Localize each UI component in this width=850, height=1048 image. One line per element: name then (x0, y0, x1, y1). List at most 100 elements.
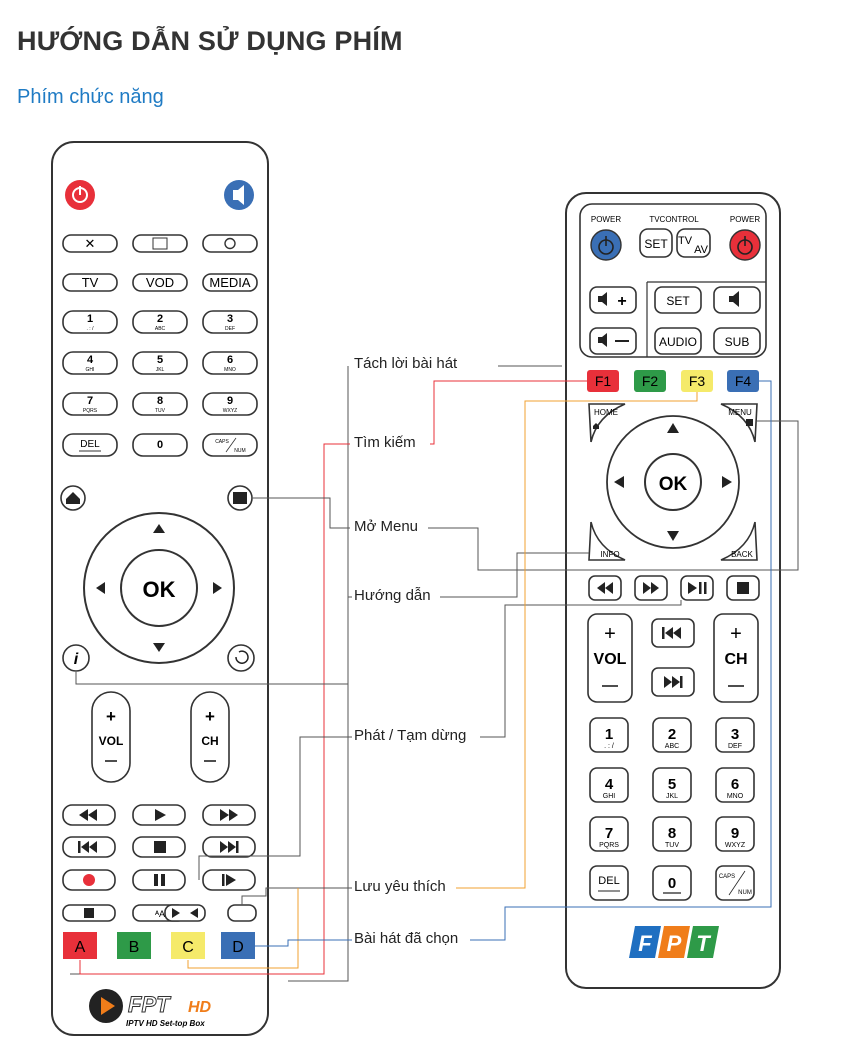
right-key-9[interactable] (715, 816, 755, 852)
brand-tagline: IPTV HD Set-top Box (126, 1019, 205, 1028)
ok-label: OK (659, 474, 688, 495)
left-info-button[interactable] (62, 644, 90, 672)
key-num: 5 (157, 354, 163, 366)
key-num: 5 (668, 776, 676, 793)
color-key-d[interactable] (221, 932, 255, 959)
left-settings-row: ✕ (62, 234, 258, 253)
play-icon (155, 809, 166, 821)
aspect-button[interactable] (164, 904, 206, 922)
right-set-button[interactable] (654, 286, 702, 314)
tv-label: TV (82, 275, 99, 290)
left-arrow-icon (614, 476, 624, 488)
annotation-tim-kiem: Tìm kiếm (352, 434, 418, 451)
color-key-b[interactable] (117, 932, 151, 959)
right-tvav-button[interactable] (676, 228, 711, 258)
left-key-2[interactable] (132, 310, 188, 334)
annotation-bai-hat-da-chon: Bài hát đã chọn (352, 930, 461, 947)
right-key-7[interactable] (589, 816, 629, 852)
step-icon (222, 874, 225, 886)
f2-key[interactable] (634, 370, 666, 392)
right-info-button[interactable] (588, 521, 626, 561)
right-sub-button[interactable] (713, 327, 761, 355)
key-num: 1 (605, 726, 613, 743)
ok-label: OK (143, 577, 176, 602)
right-tv-set-button[interactable] (639, 228, 673, 258)
right-key-4[interactable] (589, 767, 629, 803)
media-button[interactable] (202, 273, 258, 292)
color-key-label: B (129, 939, 140, 956)
left-caps-button[interactable] (202, 433, 258, 457)
key-sub: WXYZ (223, 408, 237, 414)
favorite-button[interactable] (227, 904, 257, 922)
left-ok-button[interactable] (120, 549, 198, 627)
left-vol-rocker[interactable] (91, 691, 131, 783)
vol-label: VOL (594, 651, 627, 668)
plus-icon: + (617, 293, 626, 310)
vod-button[interactable] (132, 273, 188, 292)
f1-key[interactable] (587, 370, 619, 392)
right-arrow-icon (722, 476, 732, 488)
rewind-icon (79, 809, 88, 821)
right-ch-rocker[interactable] (713, 613, 759, 703)
resize-button[interactable] (132, 234, 188, 253)
set-label: SET (666, 294, 690, 308)
right-caps-button[interactable] (715, 865, 755, 901)
right-key-5[interactable] (652, 767, 692, 803)
left-ch-rocker[interactable] (190, 691, 230, 783)
fast-forward-icon (220, 809, 229, 821)
up-arrow-icon (153, 524, 165, 533)
logo-letter: F (638, 931, 652, 956)
f4-key[interactable] (727, 370, 759, 392)
right-key-8[interactable] (652, 816, 692, 852)
set-label: SET (644, 237, 668, 251)
right-key-1[interactable] (589, 717, 629, 753)
f3-key[interactable] (681, 370, 713, 392)
right-ok-button[interactable] (644, 453, 702, 511)
right-home-button[interactable] (588, 403, 626, 443)
left-key-0[interactable] (132, 433, 188, 457)
home-icon (593, 423, 599, 429)
right-tv-vol-up-button[interactable] (589, 286, 637, 314)
left-key-4[interactable] (62, 351, 118, 375)
power-label: POWER (730, 215, 760, 224)
tools-button[interactable] (62, 234, 118, 253)
color-key-c[interactable] (171, 932, 205, 959)
right-vol-rocker[interactable] (587, 613, 633, 703)
key-num: 7 (87, 395, 93, 407)
key-num: 4 (605, 776, 614, 793)
key-sub: GHI (86, 367, 95, 373)
left-remote: ✕ TV VOD MEDIA 1 . : / 2 ABC 3 DEF 4 GHI (51, 141, 269, 1036)
right-key-6[interactable] (715, 767, 755, 803)
left-key-6[interactable] (202, 351, 258, 375)
left-back-button[interactable] (227, 644, 255, 672)
color-key-a[interactable] (63, 932, 97, 959)
key-num: 8 (157, 395, 163, 407)
globe-button[interactable] (202, 234, 258, 253)
left-key-9[interactable] (202, 392, 258, 416)
key-sub: TUV (665, 842, 679, 849)
right-key-2[interactable] (652, 717, 692, 753)
key-num: 2 (668, 726, 676, 743)
left-key-8[interactable] (132, 392, 188, 416)
right-audio-button[interactable] (654, 327, 702, 355)
left-key-1[interactable] (62, 310, 118, 334)
color-key-label: D (232, 939, 244, 956)
left-key-5[interactable] (132, 351, 188, 375)
tv-button[interactable] (62, 273, 118, 292)
left-key-3[interactable] (202, 310, 258, 334)
color-key-label: C (182, 939, 194, 956)
plus-icon: + (106, 707, 116, 726)
vol-label: VOL (99, 734, 124, 748)
right-tv-vol-down-button[interactable] (589, 327, 637, 355)
fpt-logo-text: FPT (128, 992, 171, 1017)
record-icon (83, 874, 95, 886)
pause-button[interactable] (132, 869, 186, 891)
right-back-button[interactable] (720, 521, 758, 561)
left-key-7[interactable] (62, 392, 118, 416)
tvav-av-label: AV (694, 244, 709, 256)
right-key-3[interactable] (715, 717, 755, 753)
right-menu-button[interactable] (720, 403, 758, 443)
key-sub: WXYZ (725, 842, 746, 849)
right-key-0[interactable] (652, 865, 692, 901)
left-del-button[interactable] (62, 433, 118, 457)
